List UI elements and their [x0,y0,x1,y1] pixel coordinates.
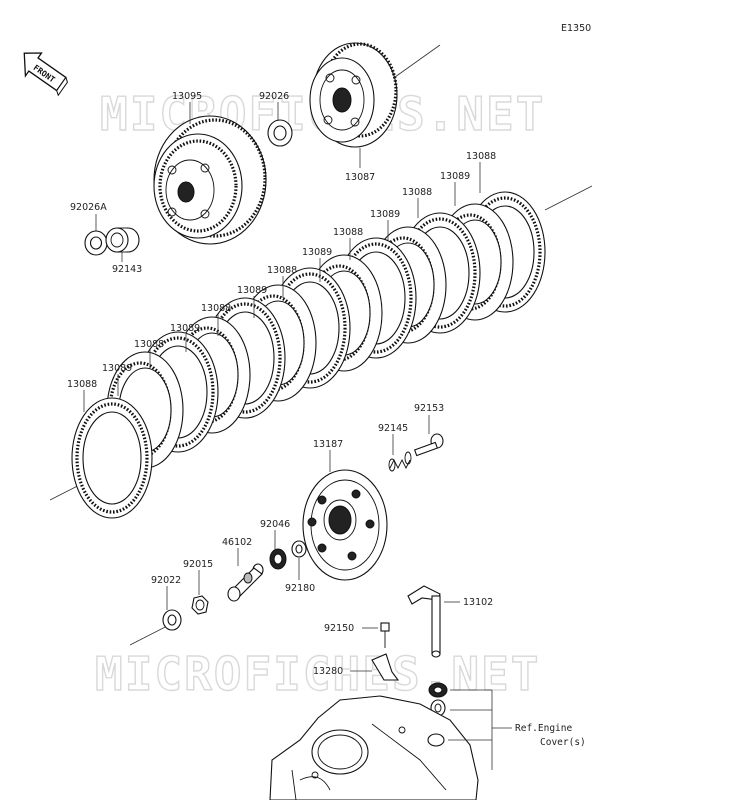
label-13089-c: 13089 [302,247,332,258]
ref-note-line1: Ref.Engine [515,723,572,734]
label-13089-top: 13089 [440,171,470,182]
label-13087: 13087 [345,172,375,183]
leader-lines [83,102,512,770]
label-92026: 92026 [259,91,289,102]
label-92145: 92145 [378,423,408,434]
oil-seal-part [428,682,448,698]
watermark-bottom: MICROFICHES.NET [95,647,540,701]
label-13088-c: 13088 [333,227,363,238]
label-13088-top: 13088 [466,151,496,162]
plate-13280 [371,653,400,681]
washer-92026 [267,119,293,147]
label-13089-f: 13089 [102,363,132,374]
pressure-plate-13187 [302,469,388,581]
bolt-92153 [413,433,444,457]
label-13088-d: 13088 [267,265,297,276]
nut-92015 [191,595,209,615]
washer-92180 [291,540,307,558]
label-13089-e: 13089 [170,323,200,334]
label-13102: 13102 [463,597,493,608]
label-92150: 92150 [324,623,354,634]
label-13088-f: 13088 [134,339,164,350]
label-92022: 92022 [151,575,181,586]
label-13280: 13280 [313,666,343,677]
ref-note-line2: Cover(s) [540,737,586,748]
front-arrow-icon: FRONT [23,52,68,97]
washer-92022 [162,609,182,631]
collar-92143 [105,227,140,253]
axis-line-right [544,185,593,211]
clutch-housing-13095 [153,115,267,245]
label-92026A: 92026A [70,202,107,213]
label-92180: 92180 [285,583,315,594]
plate-13088-7 [71,397,153,519]
label-13088-b: 13088 [402,187,432,198]
bolt-92150 [380,622,390,648]
label-13187: 13187 [313,439,343,450]
washer-92026A [84,230,108,256]
spring-92145 [388,451,412,472]
label-13088-e: 13088 [201,303,231,314]
label-46102: 46102 [222,537,252,548]
label-13089-d: 13089 [237,285,267,296]
label-92143: 92143 [112,264,142,275]
pushrod-46102 [227,563,264,602]
diagram-code: E1350 [561,23,591,34]
engine-cover [269,695,479,800]
label-92153: 92153 [414,403,444,414]
bearing-92046 [269,548,287,570]
release-shaft-13102 [407,585,441,658]
label-13088-g: 13088 [67,379,97,390]
label-92046: 92046 [260,519,290,530]
label-13089-b: 13089 [370,209,400,220]
clutch-hub-13087 [309,42,398,148]
axis-line-top [387,44,441,83]
label-92015: 92015 [183,559,213,570]
label-13095: 13095 [172,91,202,102]
